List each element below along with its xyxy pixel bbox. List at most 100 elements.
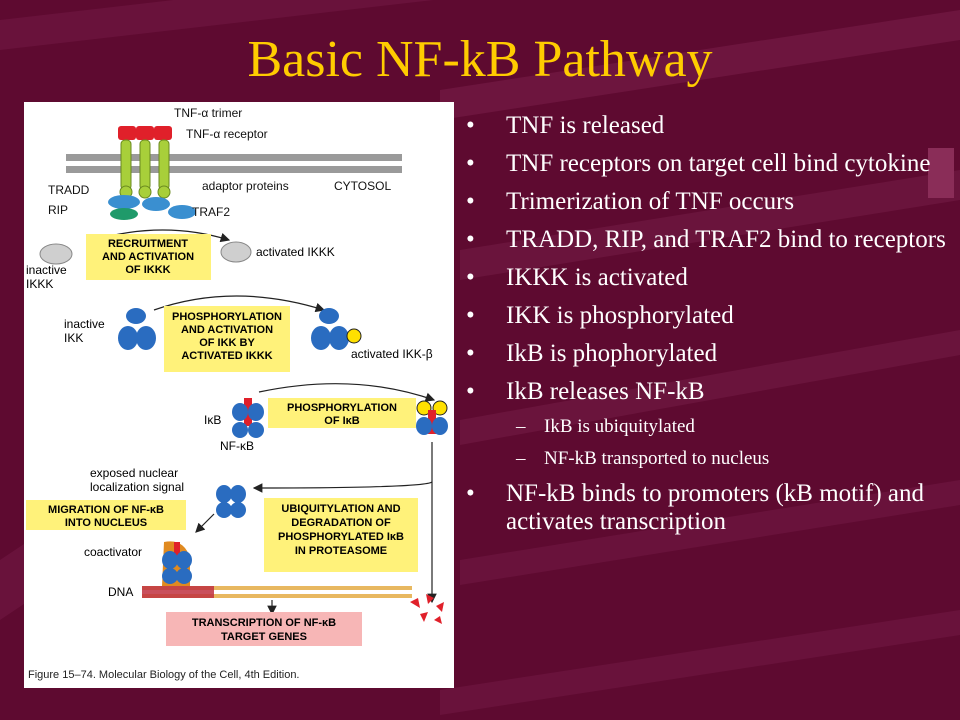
bullet-item: • IkB releases NF-kB bbox=[466, 378, 946, 406]
box-phosikb-l2: OF IκB bbox=[324, 415, 360, 427]
activated-ikk-complex bbox=[311, 308, 362, 350]
sub-bullet-item: –NF-kB transported to nucleus bbox=[466, 448, 946, 470]
bullet-item: • TNF is released bbox=[466, 112, 946, 140]
label-rip: RIP bbox=[48, 203, 68, 217]
box-transcription bbox=[166, 612, 362, 646]
box-phosikb-l1: PHOSPHORYLATION bbox=[287, 402, 397, 414]
bullet-text: IKK is phosphorylated bbox=[506, 302, 734, 329]
label-inactive-ikkk-2: IKKK bbox=[26, 277, 53, 291]
label-dna: DNA bbox=[108, 585, 133, 599]
bullet-item: • IkB is phophorylated bbox=[466, 340, 946, 368]
box-migration bbox=[26, 500, 186, 530]
box-recruitment-l3: OF IKKK bbox=[125, 264, 170, 276]
bullet-item: • NF-kB binds to promoters (kB motif) and… bbox=[466, 480, 946, 536]
bullet-marker: • bbox=[466, 264, 475, 291]
bullet-item: • TNF receptors on target cell bind cytok… bbox=[466, 150, 946, 178]
adaptor-proteins bbox=[108, 195, 196, 220]
inactive-ikk-complex bbox=[118, 308, 156, 350]
box-ubi-l2: DEGRADATION OF bbox=[291, 517, 391, 529]
bullet-text: IKKK is activated bbox=[506, 264, 688, 291]
label-inactive-ikk-2: IKK bbox=[64, 331, 83, 345]
rip-protein bbox=[110, 208, 138, 220]
arrow-ikb bbox=[258, 383, 436, 402]
membrane-inner bbox=[66, 166, 402, 173]
box-phos-l1: PHOSPHORYLATION bbox=[172, 311, 282, 323]
box-phos-l4: ACTIVATED IKKK bbox=[181, 350, 272, 362]
box-trans-l2: TARGET GENES bbox=[221, 631, 307, 643]
box-phos-l3: OF IKK BY bbox=[199, 337, 255, 349]
figure-caption: Figure 15–74. Molecular Biology of the C… bbox=[28, 669, 300, 681]
bullet-marker: • bbox=[466, 112, 475, 139]
bullet-marker: • bbox=[466, 302, 475, 329]
bullet-text: IkB is ubiquitylated bbox=[544, 416, 695, 437]
arrow-release bbox=[252, 481, 433, 493]
box-phosphorylation-ikk bbox=[164, 306, 290, 372]
box-recruitment-l2: AND ACTIVATION bbox=[102, 251, 194, 263]
box-ubiquitylation bbox=[264, 498, 418, 572]
label-activated-ikkk: activated IKKK bbox=[256, 245, 335, 259]
label-tnf-trimer: TNF-α trimer bbox=[174, 106, 242, 120]
dash-marker: – bbox=[516, 448, 526, 469]
arrow-migration bbox=[195, 513, 215, 533]
box-ubi-l4: IN PROTEASOME bbox=[295, 545, 387, 557]
arrow-ikk bbox=[153, 295, 326, 313]
label-adaptor: adaptor proteins bbox=[202, 179, 289, 193]
box-ubi-l1: UBIQUITYLATION AND bbox=[281, 503, 400, 515]
accent-block bbox=[928, 148, 954, 198]
label-inactive-ikkk-1: inactive bbox=[26, 263, 67, 277]
bullet-item: • IKKK is activated bbox=[466, 264, 946, 292]
sub-bullet-item: –IkB is ubiquitylated bbox=[466, 416, 946, 438]
inactive-ikkk-shape bbox=[39, 243, 73, 265]
bullet-marker: • bbox=[466, 188, 475, 215]
bullet-item: • TRADD, RIP, and TRAF2 bind to receptors bbox=[466, 226, 946, 254]
label-cytosol: CYTOSOL bbox=[334, 179, 391, 193]
bound-nfkb bbox=[162, 542, 192, 584]
bullet-marker: • bbox=[466, 378, 475, 405]
bullet-text: TNF is released bbox=[506, 112, 665, 139]
bullet-text: IkB releases NF-kB bbox=[506, 378, 705, 405]
label-nfkb: NF-κB bbox=[220, 439, 254, 453]
tnf-trimer bbox=[118, 126, 172, 140]
bullet-marker: • bbox=[466, 340, 475, 367]
label-coactivator: coactivator bbox=[84, 545, 142, 559]
slide-title: Basic NF-kB Pathway bbox=[247, 31, 713, 88]
degraded-ikb-fragments bbox=[410, 594, 444, 624]
bullet-item: • Trimerization of TNF occurs bbox=[466, 188, 946, 216]
box-phos-l2: AND ACTIVATION bbox=[181, 324, 273, 336]
bullet-text: NF-kB transported to nucleus bbox=[544, 448, 770, 469]
label-exposed-2: localization signal bbox=[90, 480, 184, 494]
ikb-nfkb-complex bbox=[232, 398, 264, 438]
membrane-outer bbox=[66, 154, 402, 161]
label-activated-ikk: activated IKK-β bbox=[351, 347, 433, 361]
bullet-text: NF-kB binds to promoters (kB motif) and … bbox=[506, 480, 925, 535]
bullet-text: TNF receptors on target cell bind cytoki… bbox=[506, 150, 931, 177]
bullet-marker: • bbox=[466, 226, 475, 253]
pathway-diagram: TNF-α trimer TNF-α receptor TRADD RIP ad… bbox=[26, 106, 448, 681]
phosphorylated-ikb-complex bbox=[416, 400, 448, 435]
nfkb-pathway-figure: TNF-α trimer TNF-α receptor TRADD RIP ad… bbox=[24, 102, 454, 688]
box-recruitment bbox=[86, 234, 211, 280]
box-ubi-l3: PHOSPHORYLATED IκB bbox=[278, 531, 404, 543]
activated-ikkk-shape bbox=[220, 241, 252, 263]
label-traf2: TRAF2 bbox=[192, 205, 230, 219]
bullet-item: • IKK is phosphorylated bbox=[466, 302, 946, 330]
box-phosphorylation-ikb bbox=[268, 398, 416, 428]
bullet-marker: • bbox=[466, 150, 475, 177]
free-nfkb bbox=[216, 485, 246, 518]
dna-strand bbox=[142, 586, 412, 598]
bullet-marker: • bbox=[466, 480, 475, 507]
label-ikb: IκB bbox=[204, 413, 221, 427]
box-migr-l1: MIGRATION OF NF-κB bbox=[48, 504, 164, 516]
tnf-receptors bbox=[119, 139, 171, 199]
bullet-text: TRADD, RIP, and TRAF2 bind to receptors bbox=[506, 226, 946, 253]
bullet-text: Trimerization of TNF occurs bbox=[506, 188, 795, 215]
bullet-text: IkB is phophorylated bbox=[506, 340, 718, 367]
label-exposed-1: exposed nuclear bbox=[90, 466, 178, 480]
label-tnf-receptor: TNF-α receptor bbox=[186, 127, 268, 141]
box-migr-l2: INTO NUCLEUS bbox=[65, 517, 147, 529]
dash-marker: – bbox=[516, 416, 526, 437]
bullet-list: • TNF is released • TNF receptors on target… bbox=[466, 112, 946, 546]
box-trans-l1: TRANSCRIPTION OF NF-κB bbox=[192, 617, 336, 629]
box-recruitment-l1: RECRUITMENT bbox=[108, 238, 188, 250]
label-inactive-ikk-1: inactive bbox=[64, 317, 105, 331]
